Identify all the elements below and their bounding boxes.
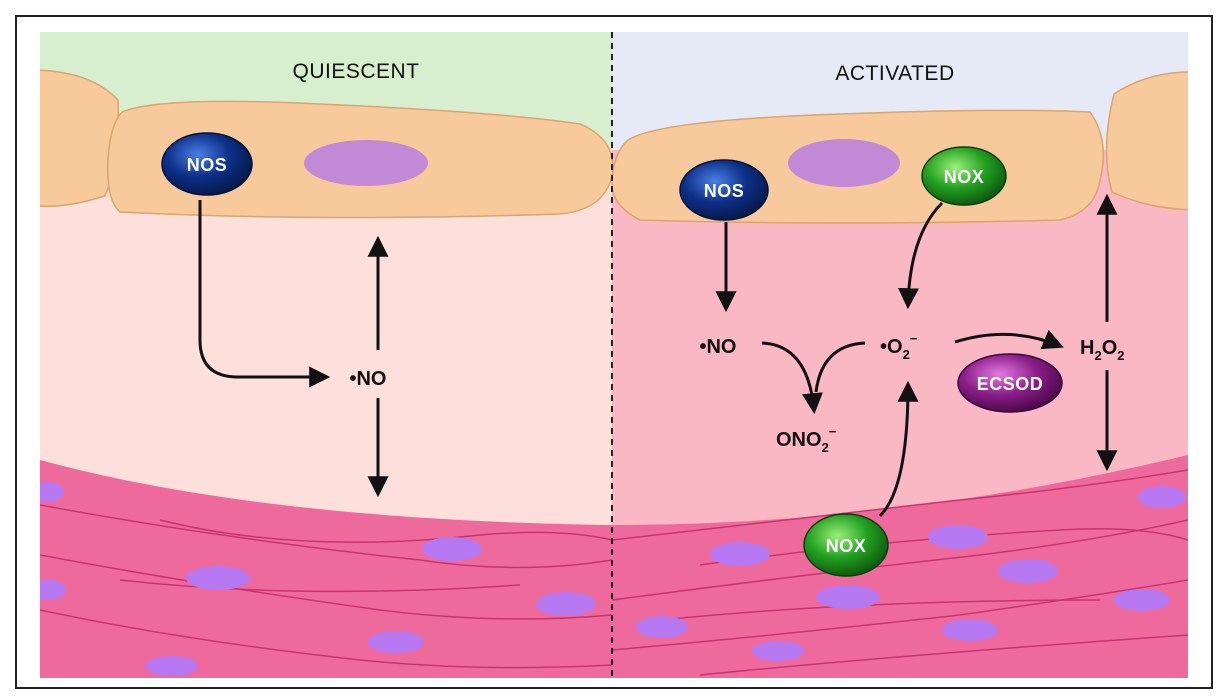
quiescent-arrows <box>198 200 389 498</box>
ecsod-sphere-icon <box>957 353 1063 413</box>
arrow-endothelial-nox-to-superoxide <box>897 201 944 310</box>
peroxynitrite-superscript: − <box>829 424 837 439</box>
arrow-smc-nox-to-superoxide <box>878 380 919 518</box>
endothelial-nucleus-activated <box>788 139 900 187</box>
smooth-muscle-nuclei <box>40 482 1186 676</box>
arrow-superoxide-to-peroxynitrite <box>814 341 866 393</box>
nos-enzyme-activated: NOS <box>679 159 769 221</box>
smooth-muscle-layer <box>40 455 1188 678</box>
nos-sphere-icon <box>161 132 253 196</box>
superoxide-label: •O2− <box>880 331 918 362</box>
arrow-superoxide-to-h2o2 <box>954 329 1064 350</box>
hydrogen-peroxide-label: H2O2 <box>1080 337 1124 363</box>
peroxynitrite-base: ONO <box>776 429 822 451</box>
endothelial-cell-left-edge <box>40 69 119 208</box>
h2o2-subscript-2: 2 <box>1117 348 1124 363</box>
smooth-muscle-cells <box>40 469 1188 676</box>
ecsod-enzyme: ECSOD <box>957 353 1063 413</box>
nos-label-activated: NOS <box>704 181 745 201</box>
nox-label-endothelial: NOX <box>944 167 985 187</box>
nox-enzyme-endothelial: NOX <box>921 146 1007 206</box>
nos-enzyme-quiescent: NOS <box>161 132 253 196</box>
endothelial-nucleus-quiescent <box>304 140 428 186</box>
nos-sphere-icon <box>679 159 769 221</box>
activated-title: ACTIVATED <box>835 62 954 85</box>
h2o2-h: H <box>1080 337 1094 359</box>
h2o2-o: O <box>1102 337 1118 359</box>
arrow-nos-to-no <box>198 200 331 388</box>
peroxynitrite-label: ONO2− <box>776 424 837 455</box>
nos-label-quiescent: NOS <box>187 155 228 175</box>
ecsod-label: ECSOD <box>977 374 1044 394</box>
nox-sphere-icon <box>803 513 889 577</box>
superoxide-superscript: − <box>910 331 918 346</box>
activated-arrows <box>715 193 1118 518</box>
nox-sphere-icon <box>921 146 1007 206</box>
superoxide-base: •O <box>880 336 903 358</box>
superoxide-subscript: 2 <box>903 347 910 362</box>
arrow-no-to-peroxynitrite <box>761 341 823 415</box>
h2o2-subscript-1: 2 <box>1094 348 1101 363</box>
nox-label-smooth-muscle: NOX <box>826 536 867 556</box>
nitric-oxide-label-activated: •NO <box>699 336 736 358</box>
nitric-oxide-label-quiescent: •NO <box>349 368 386 390</box>
peroxynitrite-subscript: 2 <box>822 440 829 455</box>
nox-enzyme-smooth-muscle: NOX <box>803 513 889 577</box>
quiescent-title: QUIESCENT <box>292 60 419 83</box>
endothelial-cell-right-edge <box>1105 71 1188 211</box>
